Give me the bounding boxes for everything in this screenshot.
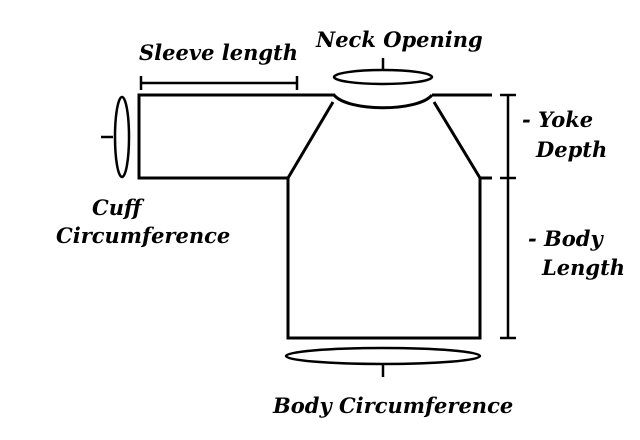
- left-raglan-line: [286, 101, 335, 179]
- sweater-outline: [137, 93, 492, 340]
- neck-opening-label: Neck Opening: [315, 27, 483, 52]
- yoke-depth-dimension: [500, 93, 516, 178]
- body-circumference-indicator: [284, 346, 482, 377]
- body-length-label-line2: Length: [541, 255, 625, 280]
- cuff-circumference-indicator: [101, 95, 131, 179]
- sleeve-length-label: Sleeve length: [139, 40, 298, 65]
- yoke-depth-label-line2: Depth: [535, 137, 607, 162]
- body-length-label-line1: - Body: [528, 226, 604, 251]
- yoke-depth-label-line1: - Yoke: [522, 107, 593, 132]
- sleeve-outline: [137, 93, 335, 180]
- neck-opening-indicator: [332, 58, 434, 86]
- cuff-circumference-label-line2: Circumference: [56, 223, 230, 248]
- body-circumference-label: Body Circumference: [272, 393, 513, 418]
- neck-curve: [332, 93, 434, 110]
- sleeve-length-dimension: [139, 76, 299, 90]
- body-outline: [286, 176, 492, 340]
- cuff-circumference-label-line1: Cuff: [92, 195, 145, 220]
- body-length-dimension: [500, 176, 516, 340]
- right-raglan-line: [432, 101, 482, 179]
